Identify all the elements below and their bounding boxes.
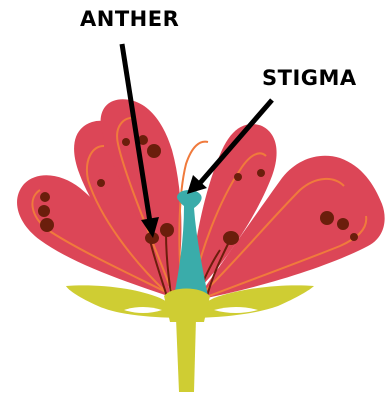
anther-label: ANTHER — [80, 7, 179, 31]
stigma-label: STIGMA — [262, 66, 357, 90]
sepal-center — [164, 289, 210, 323]
stem — [176, 318, 196, 392]
